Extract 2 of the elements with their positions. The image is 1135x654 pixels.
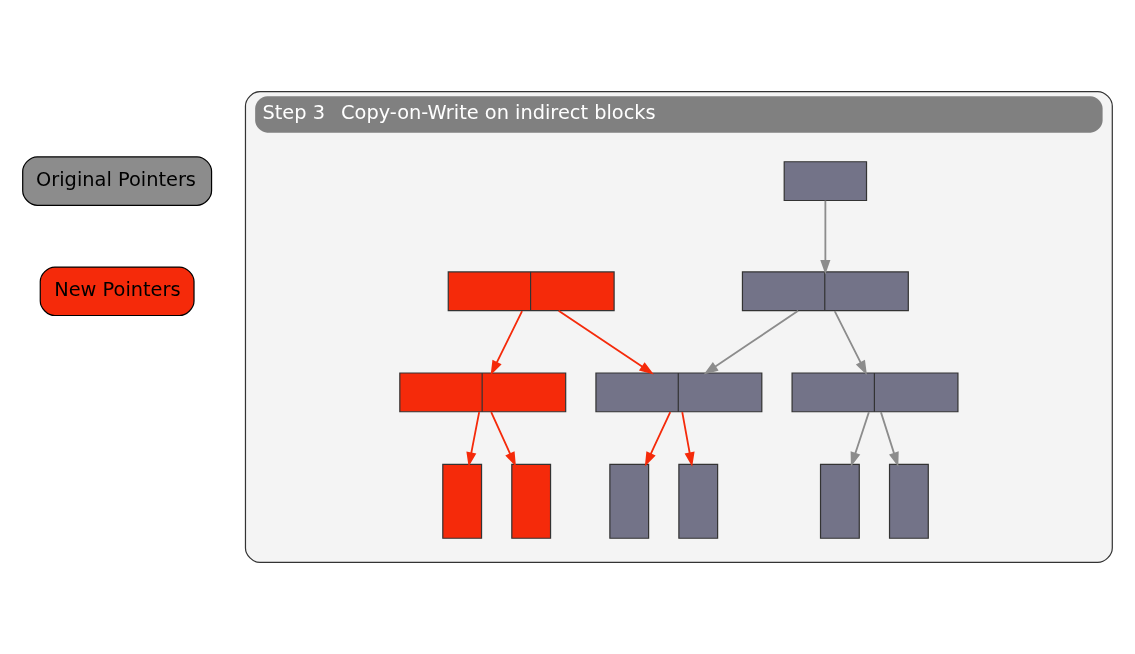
legend-label: New Pointers [54,277,181,301]
legend-label: Original Pointers [36,167,196,191]
